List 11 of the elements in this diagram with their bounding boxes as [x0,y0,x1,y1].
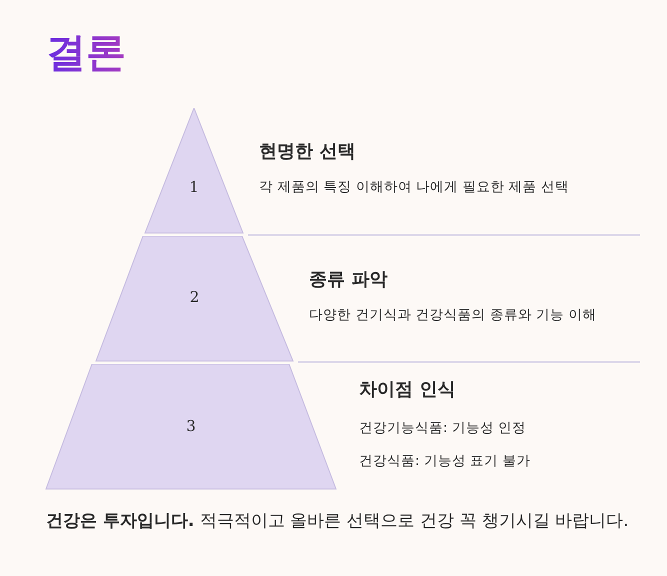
tier-heading: 차이점 인식 [359,378,456,402]
tier-description: 건강기능식품: 기능성 인정 [359,419,526,438]
tier-heading: 현명한 선택 [259,140,356,164]
closing-sentence: 건강은 투자입니다. 적극적이고 올바른 선택으로 건강 꼭 챙기시길 바랍니다. [46,510,629,533]
tier-heading: 종류 파악 [309,268,388,292]
tier-number: 2 [188,288,200,306]
tier-number: 3 [185,417,197,435]
tier-description: 건강식품: 기능성 표기 불가 [359,452,530,471]
tier-description: 각 제품의 특징 이해하여 나에게 필요한 제품 선택 [259,178,570,197]
tier-description: 다양한 건기식과 건강식품의 종류와 기능 이해 [309,306,596,325]
tier-number: 1 [188,178,200,196]
